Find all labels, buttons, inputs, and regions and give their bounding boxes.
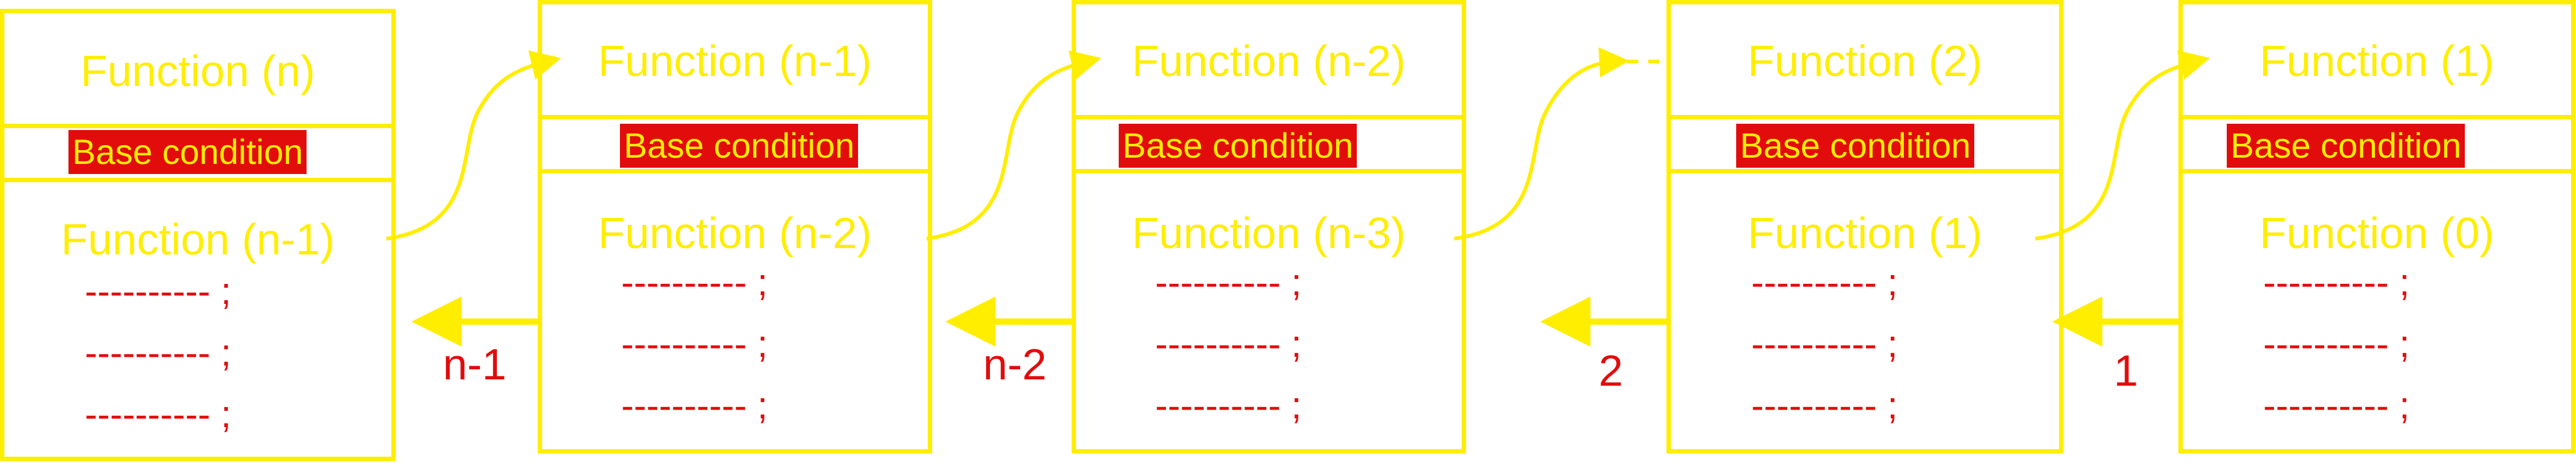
base-condition-label: Base condition [1119, 124, 1357, 168]
frame-title: Function (n-1) [598, 36, 872, 85]
recursive-call: Function (n-1) [61, 215, 335, 264]
statement-line: ---------- ; [1155, 261, 1302, 303]
frame-title: Function (n) [80, 46, 315, 95]
frame-title: Function (n-2) [1132, 36, 1406, 85]
frame-divider-top [2183, 115, 2571, 119]
frame-title: Function (1) [2259, 36, 2494, 85]
frame-divider-top [1671, 115, 2059, 119]
base-condition-label: Base condition [2227, 124, 2465, 168]
statement-line: ---------- ; [2263, 261, 2410, 303]
statement-line: ---------- ; [621, 384, 768, 427]
function-frame-2: Function (2) Base condition Function (1)… [1666, 0, 2063, 454]
return-value-label: n-1 [443, 340, 507, 389]
call-arrow-2 [926, 50, 1102, 241]
frame-divider-top [4, 124, 391, 128]
function-frame-n-minus-1: Function (n-1) Base condition Function (… [538, 0, 932, 454]
frame-divider-bottom [1076, 169, 1462, 173]
call-arrow-4 [2035, 50, 2210, 241]
frame-title: Function (2) [1747, 36, 1982, 85]
function-frame-n-minus-2: Function (n-2) Base condition Function (… [1072, 0, 1466, 454]
frame-divider-bottom [542, 169, 928, 173]
recursive-call: Function (n-2) [598, 209, 872, 258]
statement-line: ---------- ; [621, 261, 768, 303]
function-frame-1: Function (1) Base condition Function (0)… [2178, 0, 2575, 454]
statement-line: ---------- ; [621, 323, 768, 365]
statement-line: ---------- ; [85, 332, 232, 374]
return-value-label: 1 [2114, 346, 2138, 395]
statement-line: ---------- ; [2263, 323, 2410, 365]
statement-line: ---------- ; [85, 393, 232, 435]
base-condition-label: Base condition [1736, 124, 1975, 168]
return-value-label: n-2 [983, 340, 1047, 389]
frame-divider-bottom [4, 178, 391, 182]
statement-line: ---------- ; [1751, 323, 1898, 365]
base-condition-label: Base condition [620, 124, 859, 168]
frame-divider-bottom [2183, 169, 2571, 173]
statement-line: ---------- ; [2263, 384, 2410, 427]
statement-line: ---------- ; [1751, 261, 1898, 303]
statement-line: ---------- ; [1155, 323, 1302, 365]
call-arrow-3 [1454, 47, 1629, 241]
statement-line: ---------- ; [1155, 384, 1302, 427]
function-frame-n: Function (n) Base condition Function (n-… [0, 9, 396, 461]
statement-line: ---------- ; [1751, 384, 1898, 427]
frame-divider-bottom [1671, 169, 2059, 173]
recursive-call: Function (n-3) [1132, 209, 1406, 258]
statement-line: ---------- ; [85, 270, 232, 312]
frame-divider-top [1076, 115, 1462, 119]
recursive-call: Function (0) [2259, 209, 2494, 258]
return-value-label: 2 [1599, 346, 1623, 395]
recursive-call: Function (1) [1747, 209, 1982, 258]
call-arrow-1 [386, 50, 562, 241]
base-condition-label: Base condition [68, 130, 307, 174]
frame-divider-top [542, 115, 928, 119]
